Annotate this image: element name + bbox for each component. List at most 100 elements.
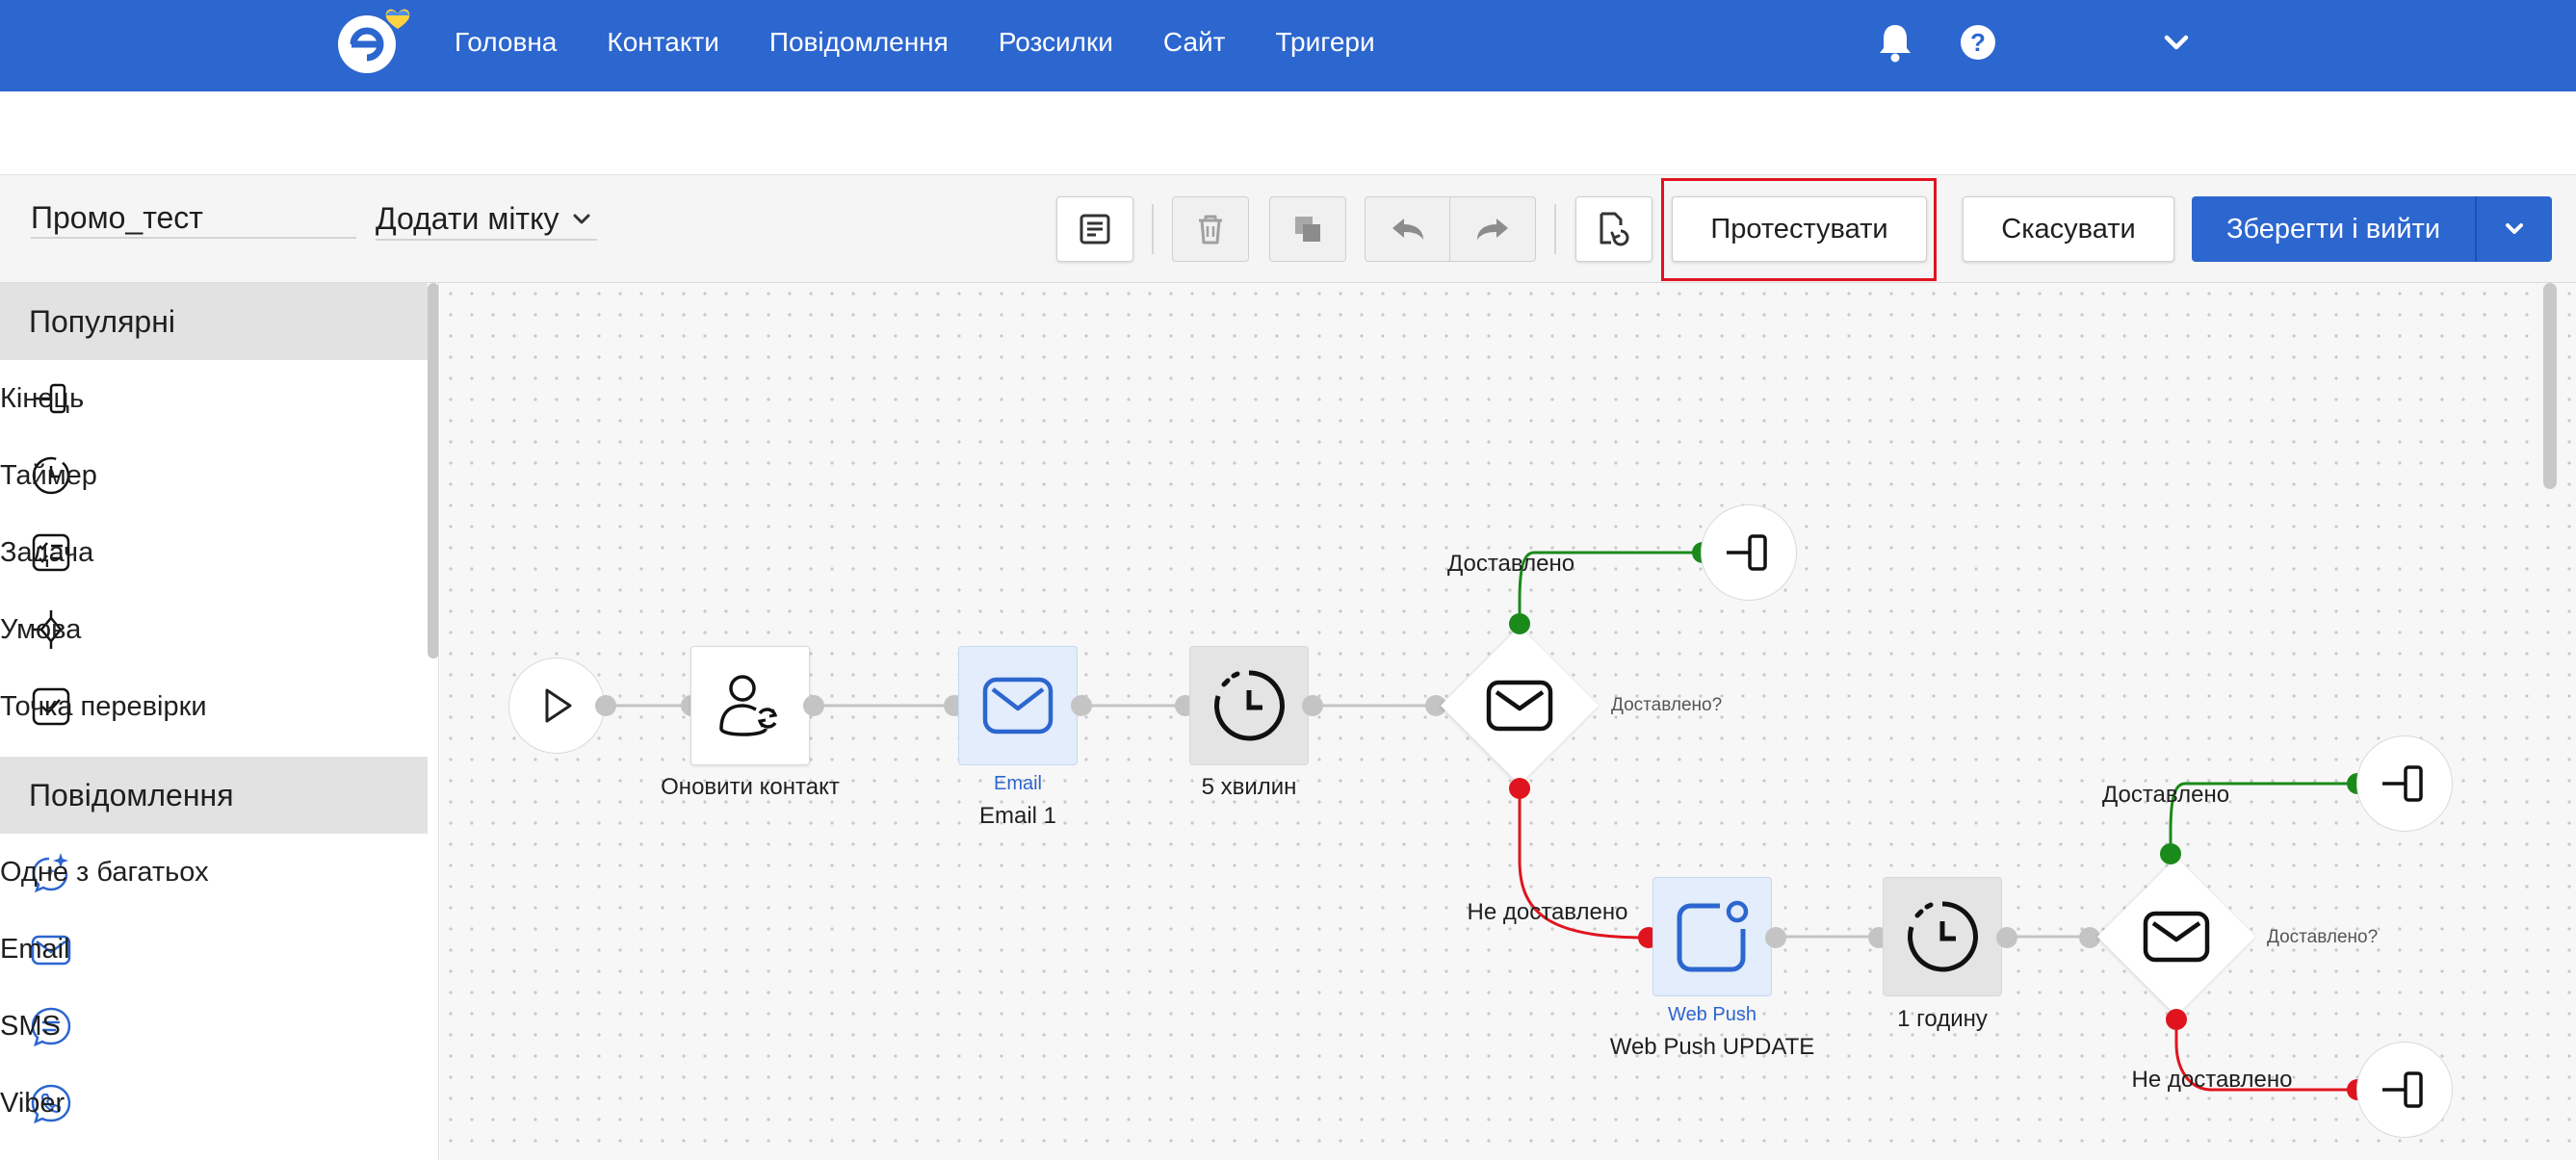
connector-dot[interactable] [803, 695, 824, 716]
connector-dot[interactable] [2079, 927, 2100, 948]
connector-dot[interactable] [1425, 695, 1446, 716]
button-divider [2475, 196, 2477, 262]
top-navigation: Головна Контакти Повідомлення Розсилки С… [0, 0, 2576, 91]
sidebar-item-label: Умова [0, 613, 82, 645]
delivered-label: Доставлено [2101, 782, 2230, 808]
main-menu: Головна Контакти Повідомлення Розсилки С… [455, 0, 1425, 85]
section-messages[interactable]: Повідомлення [0, 757, 428, 834]
end-node[interactable] [1701, 504, 1797, 601]
blocks-sidebar: Популярні Кінець Таймер Задача Умова [0, 283, 439, 1160]
end-node[interactable] [2356, 735, 2453, 832]
email-type-label: Email [993, 773, 1042, 794]
delete-button[interactable] [1172, 196, 1249, 262]
checkpoint-icon [27, 683, 75, 731]
delivered-label: Доставлено [1446, 551, 1575, 577]
sidebar-item-label: Кінець [0, 382, 85, 414]
redo-button[interactable] [1450, 197, 1535, 261]
bell-icon[interactable] [1876, 21, 1914, 64]
toolbar-divider [1554, 204, 1556, 254]
save-exit-button[interactable]: Зберегти і вийти [2192, 196, 2552, 262]
email-node[interactable] [958, 646, 1078, 765]
connector-dot[interactable] [595, 695, 616, 716]
sidebar-item-sms[interactable]: SMS [0, 988, 428, 1065]
sidebar-item-checkpoint[interactable]: Точка перевірки [0, 668, 428, 745]
logo[interactable] [334, 6, 430, 83]
timer-node[interactable] [1883, 877, 2002, 996]
email-icon [2133, 893, 2220, 980]
sidebar-item-email[interactable]: Email [0, 911, 428, 988]
sms-icon [27, 1002, 75, 1050]
add-tag-dropdown[interactable]: Додати мітку [376, 198, 598, 241]
not-delivered-port[interactable] [2166, 1009, 2187, 1030]
sidebar-item-label: SMS [0, 1010, 61, 1042]
sidebar-item-viber[interactable]: Viber [0, 1065, 428, 1142]
sidebar-item-end[interactable]: Кінець [0, 360, 428, 437]
cancel-button[interactable]: Скасувати [1963, 196, 2174, 262]
sidebar-item-label: Задача [0, 536, 94, 568]
add-tag-label: Додати мітку [376, 200, 559, 236]
editor-toolbar: Додати мітку [0, 175, 2576, 283]
sidebar-item-task[interactable]: Задача [0, 514, 428, 591]
nav-link-messages[interactable]: Повідомлення [768, 27, 949, 57]
chevron-down-icon[interactable] [2157, 21, 2196, 64]
not-delivered-port[interactable] [1509, 778, 1530, 799]
svg-text:?: ? [1970, 28, 1986, 57]
secondary-bar [0, 91, 2576, 175]
nav-link-home[interactable]: Головна [455, 27, 558, 57]
delivered-port[interactable] [2160, 843, 2181, 864]
sidebar-item-label: Таймер [0, 459, 97, 491]
timer-node[interactable] [1189, 646, 1309, 765]
duplicate-button[interactable] [1269, 196, 1346, 262]
start-node[interactable] [508, 657, 605, 754]
undo-icon [1392, 219, 1423, 240]
canvas-scrollbar[interactable] [2543, 283, 2557, 489]
connector-dot[interactable] [1071, 695, 1092, 716]
contact-sync-icon [719, 675, 778, 736]
viber-icon [27, 1079, 75, 1127]
end-icon [27, 374, 75, 423]
end-node[interactable] [2356, 1042, 2453, 1138]
nav-link-campaigns[interactable]: Розсилки [998, 27, 1113, 57]
sidebar-item-one-of-many[interactable]: Одне з багатьох [0, 834, 428, 911]
sidebar-item-timer[interactable]: Таймер [0, 437, 428, 514]
nav-link-site[interactable]: Сайт [1162, 27, 1226, 57]
webpush-node[interactable] [1652, 877, 1772, 996]
undo-button[interactable] [1366, 197, 1450, 261]
sidebar-scrollbar[interactable] [428, 283, 438, 658]
sidebar-item-label: Email [0, 933, 70, 965]
notes-button[interactable] [1056, 196, 1133, 262]
undo-redo-group [1365, 196, 1536, 262]
update-contact-node[interactable] [690, 646, 810, 765]
save-options-toggle[interactable] [2477, 216, 2552, 243]
workflow-canvas[interactable]: Оновити контакт Email Email 1 5 хвилин [440, 283, 2576, 1160]
history-button[interactable] [1575, 196, 1652, 262]
webpush-type-label: Web Push [1668, 1004, 1756, 1025]
webpush-name-label: Web Push UPDATE [1609, 1034, 1815, 1060]
section-popular[interactable]: Популярні [0, 283, 428, 360]
sidebar-item-condition[interactable]: Умова [0, 591, 428, 668]
highlight-box [1661, 178, 1937, 281]
sidebar-item-label: Viber [0, 1087, 65, 1119]
copy-icon [1295, 217, 1320, 242]
update-contact-label: Оновити контакт [661, 774, 840, 800]
timer-icon [1908, 901, 1978, 972]
connector-dot[interactable] [1765, 927, 1786, 948]
delivered-port[interactable] [1509, 613, 1530, 634]
workflow-name-input[interactable] [31, 198, 356, 239]
not-delivered-label: Не доставлено [2131, 1067, 2293, 1093]
nav-link-contacts[interactable]: Контакти [607, 27, 719, 57]
timer-icon [27, 451, 75, 500]
test-button[interactable]: Протестувати [1672, 196, 1927, 262]
sidebar-item-label: Точка перевірки [0, 690, 207, 722]
help-icon[interactable]: ? [1959, 21, 1997, 64]
trash-icon [1199, 215, 1222, 245]
end-icon [2382, 1071, 2423, 1108]
connector-dot[interactable] [1302, 695, 1323, 716]
nav-link-triggers[interactable]: Тригери [1275, 27, 1375, 57]
save-exit-label: Зберегти і вийти [2225, 213, 2441, 245]
end-icon [1727, 534, 1767, 571]
connector-dot[interactable] [1996, 927, 2017, 948]
timer-label: 5 хвилин [1201, 774, 1297, 800]
email-icon [27, 925, 75, 973]
